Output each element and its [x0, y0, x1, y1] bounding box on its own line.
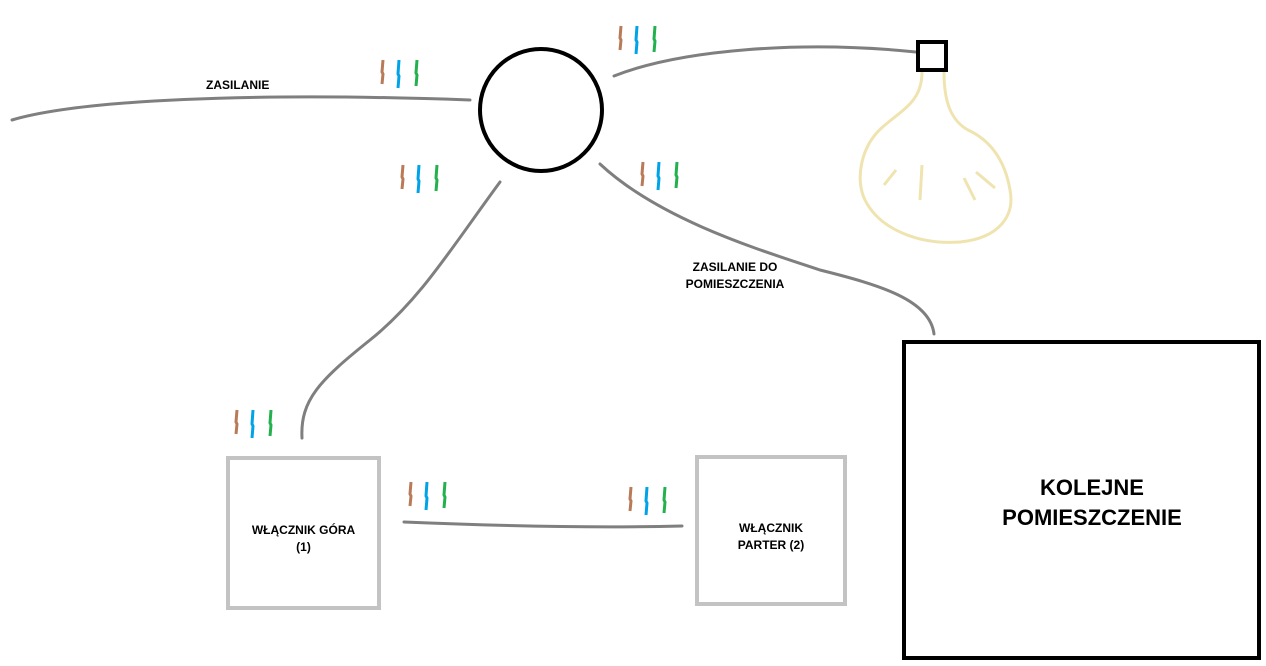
blue-wire-mark — [396, 59, 401, 89]
next-room-label-line1: KOLEJNE — [1040, 475, 1144, 500]
green-wire-mark — [268, 409, 273, 437]
blue-wire-mark — [656, 161, 661, 191]
switch-1-label-line2: (1) — [296, 539, 311, 554]
bulb-icon — [858, 71, 1013, 244]
green-wire-mark — [434, 164, 439, 192]
brown-wire-mark — [408, 481, 413, 507]
blue-wire-mark — [416, 164, 421, 194]
power-cable — [10, 95, 472, 122]
switch-link-cable — [402, 520, 684, 529]
blue-wire-mark — [644, 486, 649, 516]
brown-wire-mark — [380, 59, 385, 85]
room-power-label-line2: POMIESZCZENIA — [685, 276, 785, 291]
lamp-socket — [916, 40, 948, 72]
brown-wire-mark — [618, 25, 623, 51]
switch-2-label: WŁĄCZNIK PARTER (2) — [697, 520, 845, 554]
blue-wire-mark — [250, 409, 255, 439]
next-room-box — [902, 340, 1261, 660]
switch-1-label: WŁĄCZNIK GÓRA (1) — [228, 522, 379, 556]
switch-2-box — [695, 455, 847, 606]
green-wire-mark — [442, 481, 447, 509]
blue-wire-mark — [634, 25, 639, 55]
brown-wire-mark — [400, 164, 405, 190]
junction-box — [478, 47, 604, 173]
switch-1-box — [226, 456, 381, 610]
green-wire-mark — [414, 59, 419, 87]
switch-2-label-line2: PARTER (2) — [737, 537, 805, 552]
next-room-label-line2: POMIESZCZENIE — [1002, 504, 1182, 530]
lamp-cable — [612, 45, 918, 78]
power-label: ZASILANIE — [206, 78, 270, 92]
next-room-label: KOLEJNE POMIESZCZENIE — [904, 473, 1266, 532]
room-power-label-line1: ZASILANIE DO — [692, 260, 778, 274]
brown-wire-mark — [234, 409, 239, 435]
green-wire-mark — [652, 25, 657, 53]
room-power-label: ZASILANIE DO POMIESZCZENIA — [660, 259, 810, 293]
green-wire-mark — [674, 161, 679, 189]
room-cable — [598, 162, 936, 336]
switch-1-label-line1: WŁĄCZNIK GÓRA — [251, 523, 356, 537]
brown-wire-mark — [628, 486, 633, 512]
brown-wire-mark — [640, 161, 645, 187]
switch-2-label-line1: WŁĄCZNIK — [739, 521, 803, 535]
switch1-cable — [300, 180, 502, 440]
blue-wire-mark — [424, 481, 429, 511]
green-wire-mark — [662, 486, 667, 514]
